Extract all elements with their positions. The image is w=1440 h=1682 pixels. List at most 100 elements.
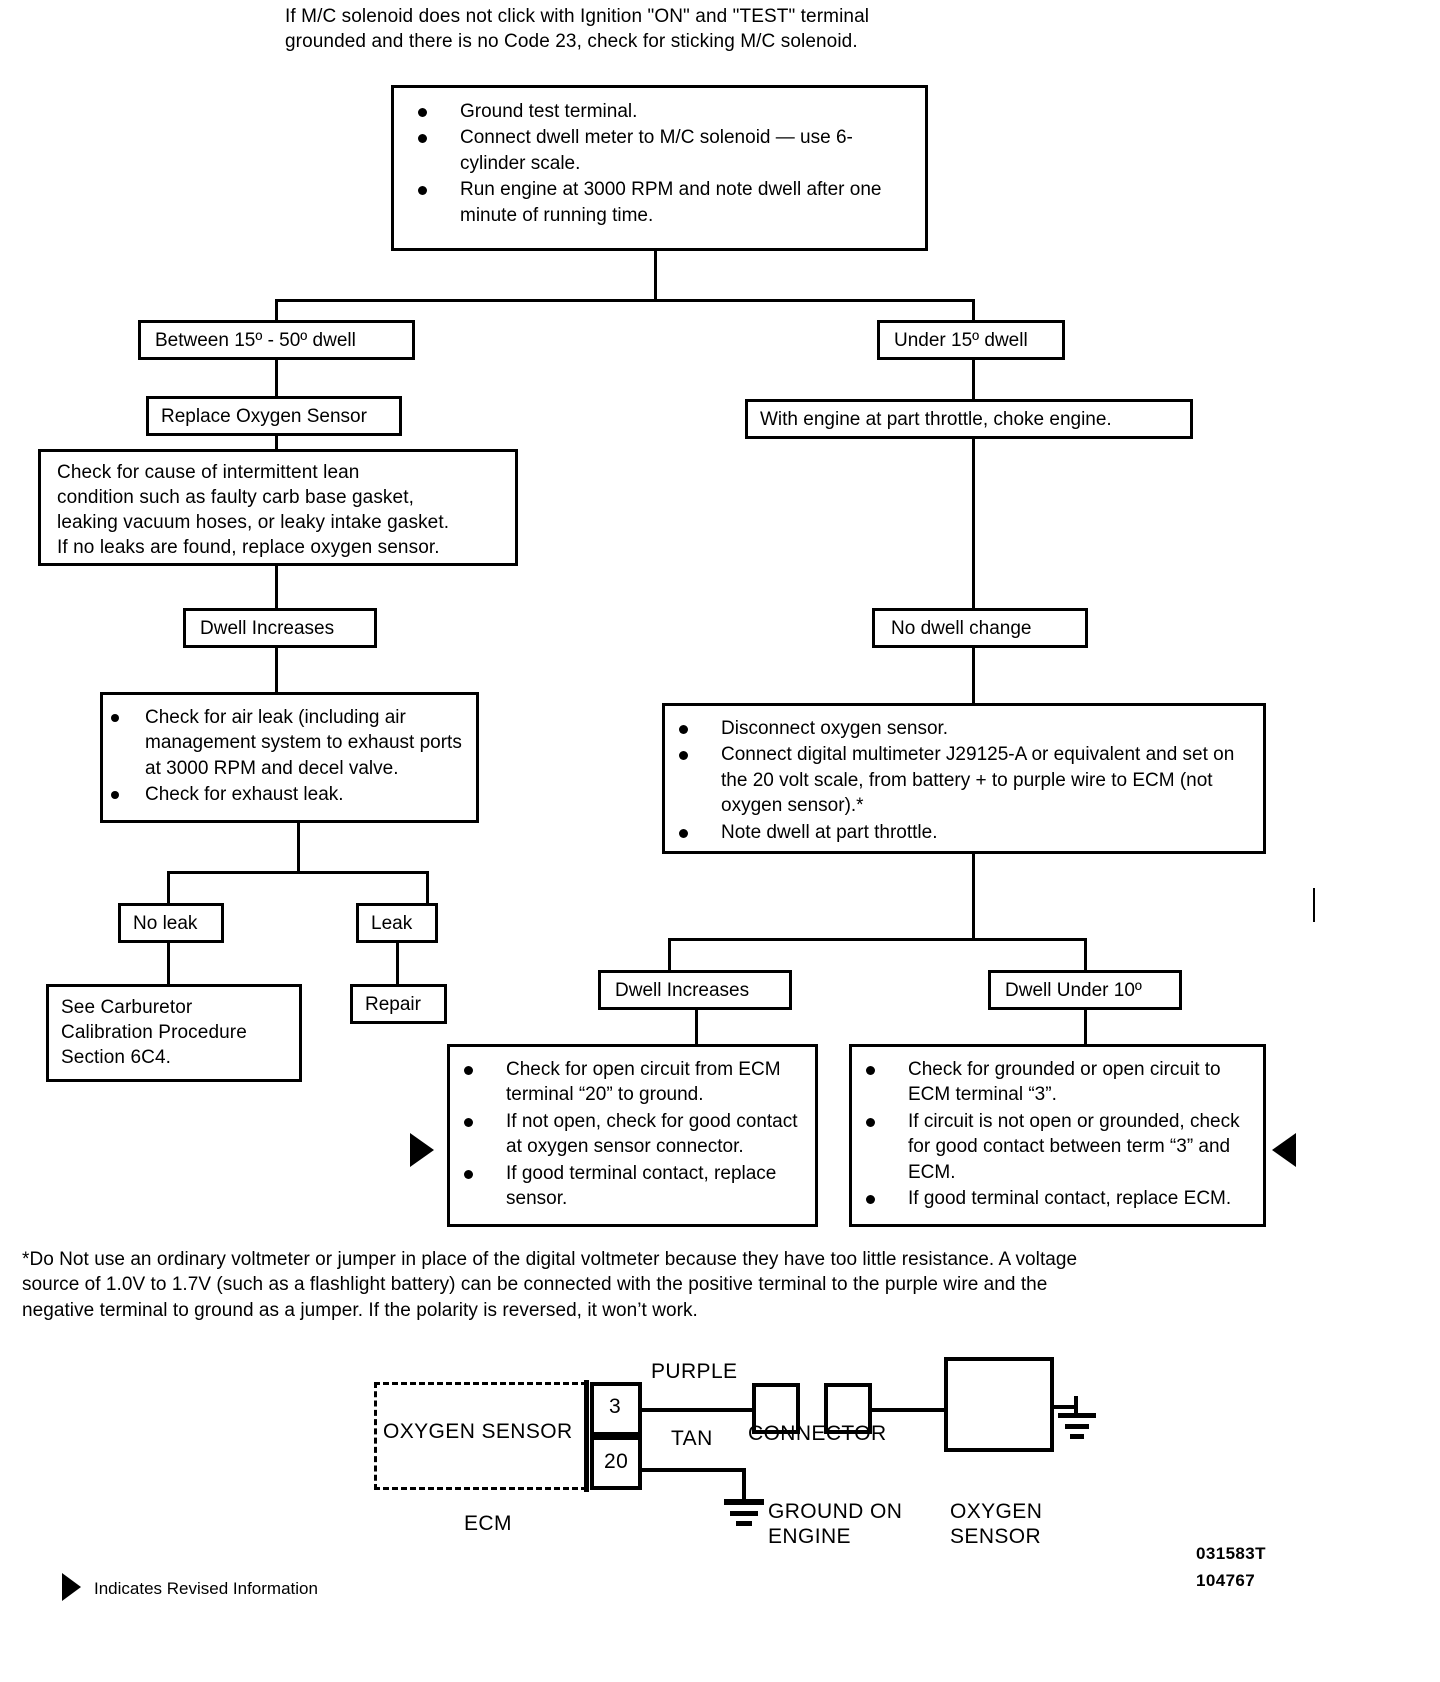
engine-ground-bar-3	[736, 1521, 752, 1526]
engine-ground-bar-2	[730, 1511, 758, 1516]
disconnect-bullet-1: Disconnect oxygen sensor.	[665, 716, 1263, 741]
dwell-under-10-label: Dwell Under 10º	[1005, 980, 1142, 1001]
legend-revised-text: Indicates Revised Information	[94, 1579, 318, 1598]
replace-oxygen-sensor-box: Replace Oxygen Sensor	[146, 396, 402, 436]
no-leak-label: No leak	[133, 913, 198, 934]
dwell-under-10-box: Dwell Under 10º	[988, 970, 1182, 1010]
repair-box: Repair	[350, 984, 447, 1024]
terminal-pin-20-label: 20	[604, 1450, 629, 1473]
terminal-pin-3-label: 3	[609, 1395, 622, 1418]
terminal-pin-3	[590, 1382, 642, 1436]
grounded-open-bullet-1: Check for grounded or open circuit to EC…	[852, 1057, 1263, 1108]
connector-split-left-down	[275, 299, 278, 321]
terminal-stack-spine	[584, 1380, 589, 1492]
connector-between-to-replace	[275, 360, 278, 397]
choke-engine-label: With engine at part throttle, choke engi…	[760, 409, 1112, 430]
start-test-box: Ground test terminal. Connect dwell mete…	[391, 85, 928, 251]
connector-left-column-down	[275, 566, 278, 608]
between-dwell-box: Between 15º - 50º dwell	[138, 320, 415, 360]
check-intermittent-line-4: If no leaks are found, replace oxygen se…	[57, 537, 440, 559]
no-dwell-change-label: No dwell change	[891, 618, 1032, 639]
air-leak-bullet-2: Check for exhaust leak.	[103, 782, 476, 807]
terminal-pin-20	[590, 1436, 642, 1490]
start-bullet-1: Ground test terminal.	[404, 99, 915, 124]
check-intermittent-line-1: Check for cause of intermittent lean	[57, 462, 360, 483]
wire-tan-line	[642, 1468, 746, 1472]
header-line-2: grounded and there is no Code 23, check …	[285, 31, 858, 53]
connector-half-a	[752, 1383, 800, 1434]
connector-disconnect-down	[972, 854, 975, 940]
revision-arrow-left-icon	[410, 1133, 434, 1167]
engine-ground-bar-1	[724, 1499, 764, 1505]
connector-split-horizontal	[275, 299, 975, 302]
repair-label: Repair	[365, 994, 421, 1015]
air-leak-bullet-list: Check for air leak (including air manage…	[103, 705, 476, 808]
connector-label: CONNECTOR	[748, 1422, 887, 1445]
ground-on-engine-line-1: GROUND ON	[768, 1500, 903, 1523]
ecm-enclosure-label: OXYGEN SENSOR	[383, 1420, 573, 1443]
sensor-ground-bar-1	[1058, 1413, 1096, 1418]
footnote: *Do Not use an ordinary voltmeter or jum…	[22, 1247, 1312, 1323]
disconnect-oxygen-sensor-box: Disconnect oxygen sensor. Connect digita…	[662, 703, 1266, 854]
see-carburetor-line-1: See Carburetor	[61, 997, 193, 1018]
wire-tan-label: TAN	[671, 1427, 713, 1450]
dwell-increases-left-label: Dwell Increases	[200, 618, 335, 639]
no-leak-box: No leak	[118, 903, 224, 943]
connector-noleak-down	[167, 871, 170, 904]
connector-leak-to-repair	[396, 943, 399, 985]
open-circuit-bullet-list: Check for open circuit from ECM terminal…	[450, 1057, 815, 1212]
doc-id-top: 031583T	[1196, 1544, 1266, 1563]
connector-leak-down	[426, 871, 429, 904]
choke-engine-box: With engine at part throttle, choke engi…	[745, 399, 1193, 439]
check-intermittent-line-2: condition such as faulty carb base gaske…	[57, 487, 414, 509]
footnote-line-3: negative terminal to ground as a jumper.…	[22, 1299, 698, 1321]
see-carburetor-line-2: Calibration Procedure	[61, 1022, 247, 1044]
connector-noleak-to-carb	[167, 943, 170, 985]
check-intermittent-line-3: leaking vacuum hoses, or leaky intake ga…	[57, 512, 450, 534]
connector-dwellinc-to-airleak	[275, 648, 278, 694]
connector-dwellunder10-down	[1084, 938, 1087, 970]
leak-box: Leak	[356, 903, 438, 943]
connector-dwellunder-to-box	[1084, 1010, 1087, 1046]
dwell-increases-right-box: Dwell Increases	[598, 970, 792, 1010]
oxygen-sensor-label-line-1: OXYGEN	[950, 1500, 1043, 1523]
check-intermittent-box: Check for cause of intermittent lean con…	[38, 449, 518, 566]
leak-label: Leak	[371, 913, 413, 934]
under-dwell-box: Under 15º dwell	[877, 320, 1065, 360]
start-bullet-2: Connect dwell meter to M/C solenoid — us…	[404, 125, 915, 176]
see-carburetor-line-3: Section 6C4.	[61, 1047, 171, 1069]
connector-airleak-down	[297, 823, 300, 873]
legend-revision-arrow-icon	[62, 1573, 81, 1601]
ecm-caption: ECM	[464, 1512, 512, 1535]
connector-start-down	[654, 251, 657, 301]
connector-choke-to-nodwell	[972, 439, 975, 609]
replace-oxygen-sensor-label: Replace Oxygen Sensor	[161, 406, 367, 427]
connector-nodwell-to-disconnect	[972, 648, 975, 705]
connector-dwellinc-right-down	[668, 938, 671, 970]
connector-under-to-choke	[972, 360, 975, 401]
air-leak-box: Check for air leak (including air manage…	[100, 692, 479, 823]
start-bullet-list: Ground test terminal. Connect dwell mete…	[404, 99, 915, 228]
connector-to-sensor-line	[872, 1408, 944, 1412]
page-edge-tick-right	[1313, 888, 1315, 922]
footnote-line-1: *Do Not use an ordinary voltmeter or jum…	[22, 1249, 1078, 1270]
open-circuit-box: Check for open circuit from ECM terminal…	[447, 1044, 818, 1227]
header-line-1: If M/C solenoid does not click with Igni…	[285, 6, 870, 27]
sensor-ground-lead	[1054, 1405, 1076, 1409]
connector-replace-to-check	[275, 436, 278, 451]
sensor-ground-bar-3	[1070, 1434, 1084, 1439]
revision-arrow-right-icon	[1272, 1133, 1296, 1167]
connector-dwellincright-to-box	[695, 1010, 698, 1046]
grounded-open-bullet-list: Check for grounded or open circuit to EC…	[852, 1057, 1263, 1212]
disconnect-bullet-2: Connect digital multimeter J29125-A or e…	[665, 742, 1263, 818]
grounded-open-bullet-3: If good terminal contact, replace ECM.	[852, 1186, 1263, 1211]
oxygen-sensor-label-line-2: SENSOR	[950, 1525, 1042, 1548]
dwell-increases-left-box: Dwell Increases	[183, 608, 377, 648]
sensor-ground-stem	[1074, 1396, 1078, 1414]
ground-on-engine-line-2: ENGINE	[768, 1525, 851, 1548]
oxygen-sensor-block	[944, 1357, 1054, 1452]
open-circuit-bullet-2: If not open, check for good contact at o…	[450, 1109, 815, 1160]
dwell-increases-right-label: Dwell Increases	[615, 980, 750, 1001]
open-circuit-bullet-3: If good terminal contact, replace sensor…	[450, 1161, 815, 1212]
page-header: If M/C solenoid does not click with Igni…	[285, 4, 1285, 55]
